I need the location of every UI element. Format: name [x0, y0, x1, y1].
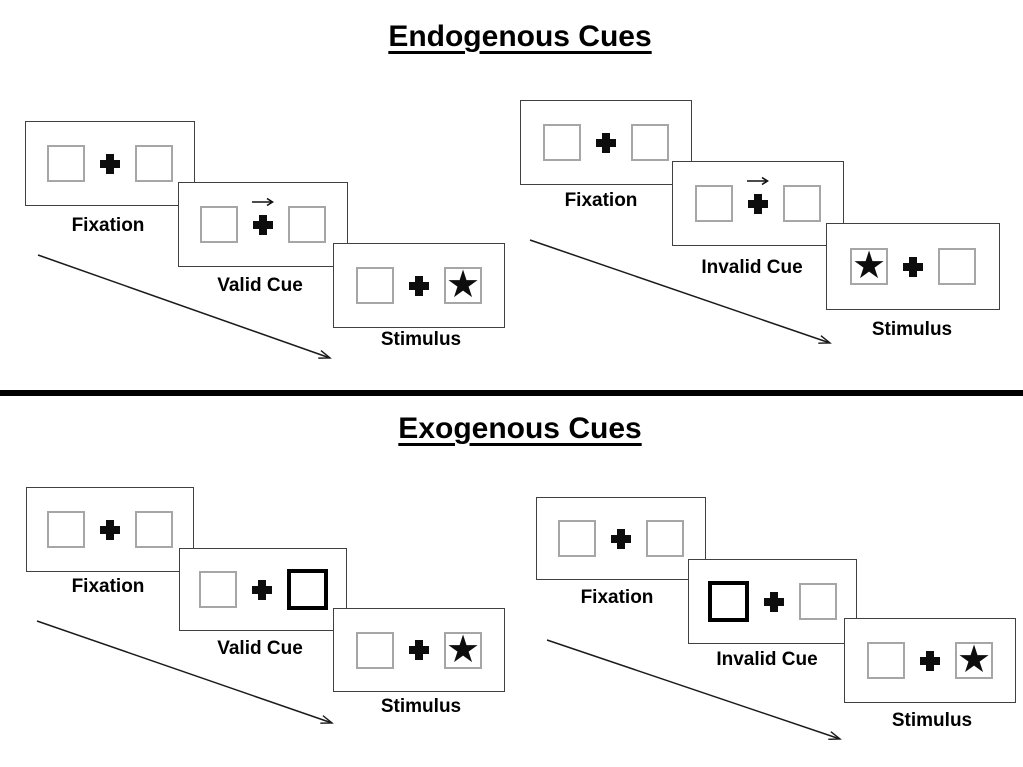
star-stimulus-box: ★ [955, 637, 993, 681]
panel-label-stimulus: Stimulus [871, 319, 953, 340]
star-stimulus-box: ★ [444, 262, 482, 306]
exo-valid-fixation-panel [26, 487, 194, 572]
section-divider [0, 390, 1023, 396]
left-placeholder-box [867, 642, 905, 679]
panel-label-stimulus: Stimulus [891, 710, 973, 731]
right-placeholder-box [631, 124, 669, 161]
left-placeholder-box [47, 145, 85, 182]
panel-label-invalid-cue: Invalid Cue [716, 649, 818, 670]
star-stimulus-box: ★ [850, 243, 888, 287]
panel-label-stimulus: Stimulus [380, 696, 462, 717]
panel-label-fixation: Fixation [71, 215, 145, 236]
panel-label-stimulus: Stimulus [380, 329, 462, 350]
exo-invalid-cue-panel [688, 559, 857, 644]
left-placeholder-box [356, 267, 394, 304]
exo-invalid-fixation-panel [536, 497, 706, 580]
exogenous-section-title: Exogenous Cues [398, 412, 642, 445]
left-placeholder-box [558, 520, 596, 557]
timeline-arrow-endogenous-invalid [529, 239, 832, 344]
fixation-cross-icon [596, 132, 616, 153]
star-icon: ★ [956, 637, 992, 681]
star-icon: ★ [445, 262, 481, 306]
exogenous-cue-box [708, 581, 749, 622]
exo-valid-cue-panel [179, 548, 347, 631]
fixation-cross-icon [100, 519, 120, 540]
panel-label-fixation: Fixation [580, 587, 654, 608]
star-icon: ★ [851, 243, 887, 287]
fixation-cross-icon [764, 591, 784, 612]
exo-invalid-stimulus-panel: ★ [844, 618, 1016, 703]
timeline-arrow-endogenous-valid [37, 254, 332, 359]
exo-valid-stimulus-panel: ★ [333, 608, 505, 692]
endo-invalid-cue-panel [672, 161, 844, 246]
fixation-cross-icon [251, 579, 272, 600]
fixation-cross-icon [920, 650, 940, 671]
left-placeholder-box [198, 571, 237, 608]
fixation-cross-icon [747, 176, 769, 214]
fixation-cross-icon [100, 153, 120, 174]
star-stimulus-box: ★ [444, 626, 482, 671]
star-icon: ★ [445, 626, 481, 671]
right-arrow-cue-icon [252, 197, 274, 206]
right-arrow-cue-icon [747, 176, 769, 185]
panel-label-fixation: Fixation [564, 190, 638, 211]
endo-valid-fixation-panel [25, 121, 195, 206]
panel-label-fixation: Fixation [71, 576, 145, 597]
endo-valid-stimulus-panel: ★ [333, 243, 505, 328]
left-placeholder-box [200, 206, 238, 243]
endo-invalid-stimulus-panel: ★ [826, 223, 1000, 310]
left-placeholder-box [695, 185, 733, 222]
fixation-cross-icon [611, 528, 631, 549]
timeline-arrow-exogenous-valid [36, 620, 334, 724]
left-placeholder-box [47, 511, 85, 548]
right-placeholder-box [783, 185, 821, 222]
panel-label-invalid-cue: Invalid Cue [701, 257, 803, 278]
fixation-cross-icon [252, 197, 274, 235]
endo-invalid-fixation-panel [520, 100, 692, 185]
right-placeholder-box [135, 511, 173, 548]
panel-label-valid-cue: Valid Cue [217, 638, 303, 659]
right-placeholder-box [799, 583, 837, 620]
endo-valid-cue-panel [178, 182, 348, 267]
left-placeholder-box [356, 631, 394, 669]
fixation-cross-icon [409, 640, 429, 660]
right-placeholder-box [938, 248, 976, 285]
exogenous-cue-box [286, 569, 328, 610]
right-placeholder-box [646, 520, 684, 557]
left-placeholder-box [543, 124, 581, 161]
fixation-cross-icon [409, 275, 429, 296]
panel-label-valid-cue: Valid Cue [217, 275, 303, 296]
endogenous-section-title: Endogenous Cues [388, 20, 652, 53]
fixation-cross-icon [903, 256, 923, 277]
right-placeholder-box [135, 145, 173, 182]
right-placeholder-box [288, 206, 326, 243]
